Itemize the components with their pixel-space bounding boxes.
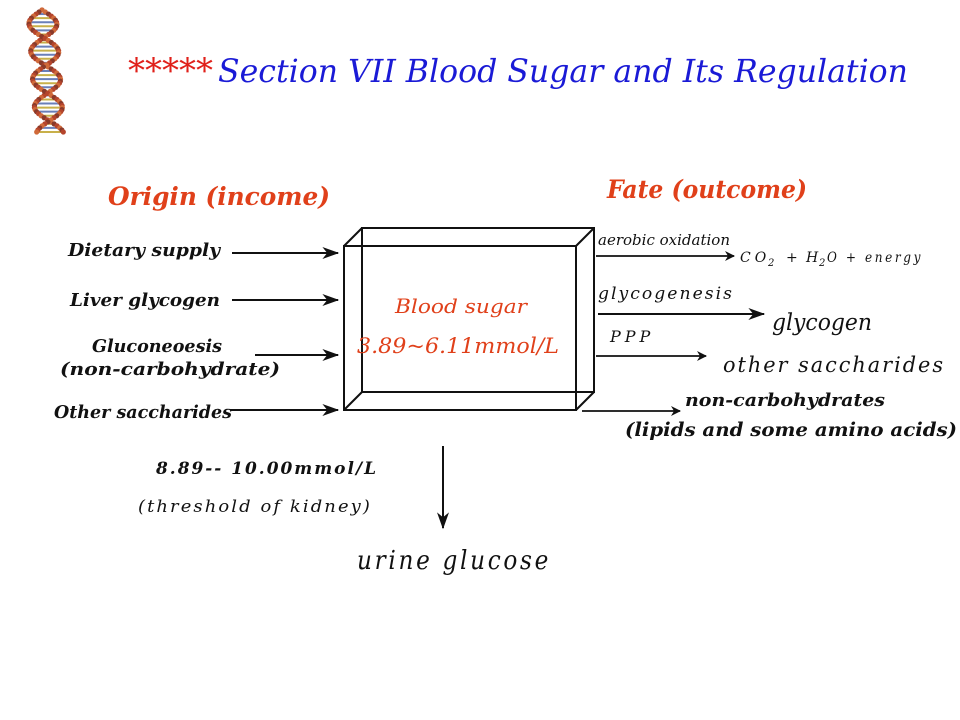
source-dietary-label: Dietary supply xyxy=(67,240,222,261)
blood-sugar-box xyxy=(343,227,595,411)
dna-helix-icon xyxy=(26,7,66,135)
page-title: Section VII Blood Sugar and Its Regulati… xyxy=(218,52,908,90)
box-label: Blood sugar xyxy=(394,294,529,318)
aerobic-product-formula: CO 2 + H 2 O + energy xyxy=(740,250,923,269)
title-stars: ***** xyxy=(128,51,213,91)
source-liver-label: Liver glycogen xyxy=(69,290,220,311)
glycogenesis-label: glycogenesis xyxy=(598,284,734,304)
source-gluconeo-label: Gluconeoesis xyxy=(92,336,222,357)
kidney-threshold: (threshold of kidney) xyxy=(138,497,372,517)
formula-sub2a: 2 xyxy=(767,258,774,269)
source-gluconeo-sublabel: (non-carbohydrate) xyxy=(60,359,280,380)
kidney-range: 8.89-- 10.00mmol/L xyxy=(155,459,378,479)
origin-heading: Origin (income) xyxy=(108,182,330,211)
glycogen-label: glycogen xyxy=(772,310,872,336)
aerobic-label: aerobic oxidation xyxy=(598,231,730,249)
other-saccharides-label: other saccharides xyxy=(723,353,945,377)
formula-h: H xyxy=(805,250,819,266)
noncarb-label: non-carbohydrates xyxy=(685,390,885,411)
formula-o-energy: O + energy xyxy=(827,250,923,266)
ppp-label: PPP xyxy=(609,327,654,346)
formula-sub2b: 2 xyxy=(818,258,825,269)
urine-glucose-label: urine glucose xyxy=(357,546,551,576)
box-range: 3.89~6.11mmol/L xyxy=(357,334,559,358)
formula-co: CO xyxy=(740,250,770,266)
noncarb-sublabel: (lipids and some amino acids) xyxy=(625,419,957,441)
fate-heading: Fate (outcome) xyxy=(606,175,807,204)
formula-plus: + xyxy=(786,250,798,266)
source-other-label: Other saccharides xyxy=(54,402,232,423)
